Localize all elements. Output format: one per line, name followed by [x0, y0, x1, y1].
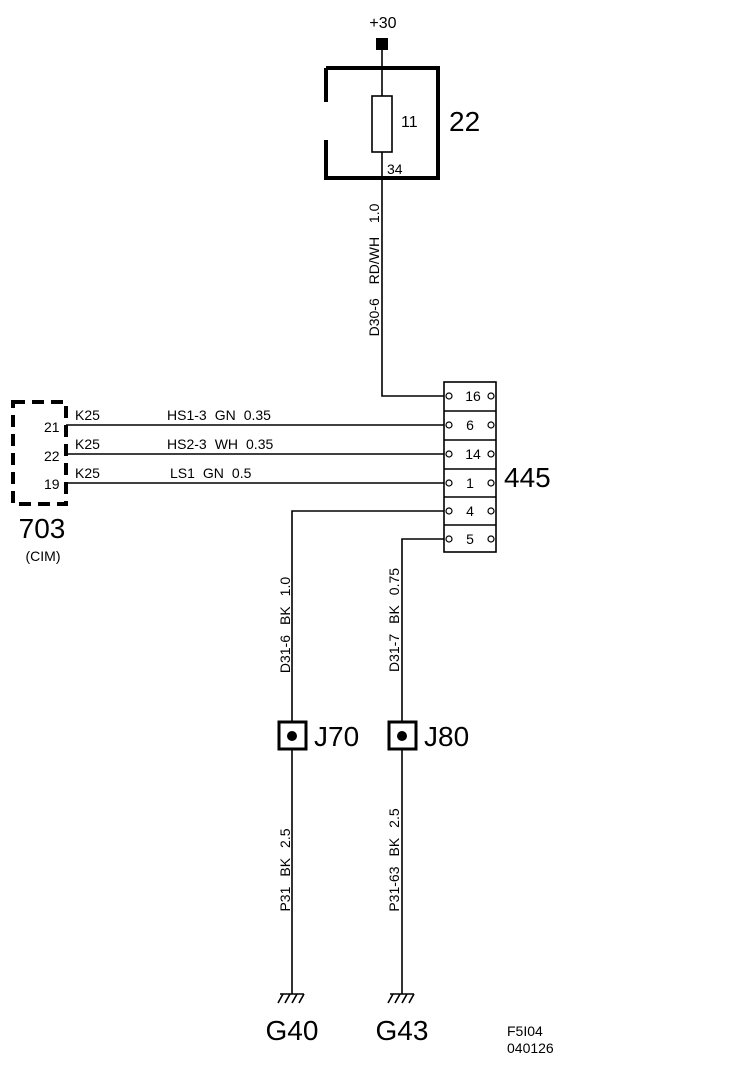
fuse-number: 11 [401, 114, 418, 131]
ground-symbol-g43 [387, 993, 415, 1004]
svg-text:6: 6 [466, 417, 474, 433]
connector-445 [443, 381, 497, 553]
main-wire-circuit: D30-6 [366, 298, 382, 336]
connector-pin: 14 [445, 446, 495, 462]
svg-text:5: 5 [466, 531, 474, 547]
footer-date: 040126 [507, 1040, 554, 1056]
power-label: +30 [369, 15, 396, 32]
splice-label: J80 [424, 721, 469, 752]
main-wire-size: 1.0 [366, 203, 382, 223]
module-pin: 19 [44, 476, 60, 492]
connector-pins: 16 6 14 1 4 5 [445, 388, 495, 547]
splice-j70 [277, 720, 308, 751]
module-703-box [11, 400, 68, 506]
fuse-pin-out: 34 [387, 161, 403, 177]
module-connector-label: K25 [75, 436, 100, 452]
ground-wire-label: P31BK2.5 [277, 828, 293, 911]
fuse-box [324, 66, 440, 180]
module-connector-label: K25 [75, 465, 100, 481]
ground-label: G43 [376, 1015, 429, 1046]
connector-id: 445 [504, 462, 551, 493]
ground-wire-label: D31-7BK0.75 [386, 568, 402, 672]
fuse-symbol [371, 95, 393, 153]
main-wire [381, 178, 444, 397]
fuse-box-id: 22 [449, 106, 480, 137]
splice-label: J70 [314, 721, 359, 752]
main-wire-color: RD/WH [366, 237, 382, 284]
splice-j80 [387, 720, 418, 751]
connector-pin: 16 [445, 388, 495, 404]
svg-text:4: 4 [466, 503, 474, 519]
main-wire-label: D30-6 RD/WH 1.0 [366, 203, 382, 336]
connector-pin: 5 [445, 531, 495, 547]
connector-pin: 4 [445, 503, 495, 519]
svg-text:1: 1 [466, 475, 474, 491]
module-name: (CIM) [26, 548, 61, 564]
ground-wire-d31-6 [291, 510, 444, 722]
ground-wire-label: P31-63BK2.5 [386, 808, 402, 912]
footer-code: F5I04 [507, 1023, 543, 1039]
module-pin: 22 [44, 448, 60, 464]
module-connector-label: K25 [75, 407, 100, 423]
power-terminal [376, 38, 388, 50]
ground-wire-label: D31-6BK1.0 [277, 577, 293, 674]
connector-pin: 1 [445, 475, 495, 491]
svg-text:14: 14 [465, 446, 481, 462]
ground-symbol-g40 [277, 993, 305, 1004]
ground-wire-d31-7 [401, 538, 444, 722]
connector-pin: 6 [445, 417, 495, 433]
module-pin: 21 [44, 419, 60, 435]
svg-text:16: 16 [465, 388, 481, 404]
ground-label: G40 [266, 1015, 319, 1046]
module-id: 703 [19, 513, 66, 544]
